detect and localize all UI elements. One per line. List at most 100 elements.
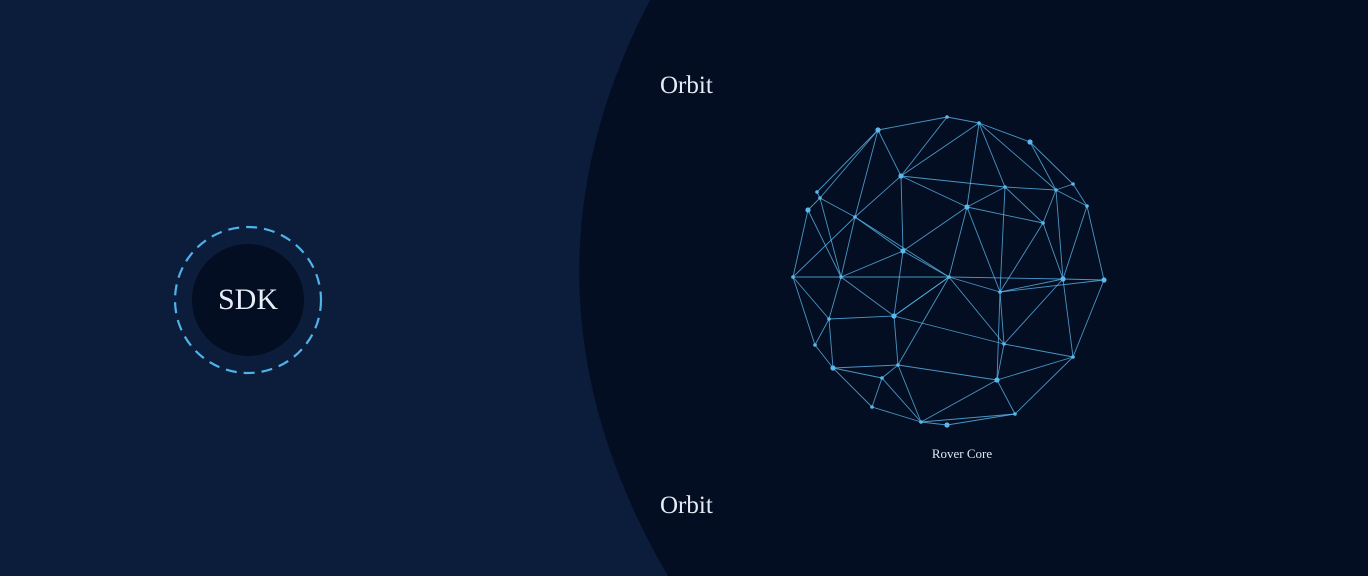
sphere-edge <box>1055 183 1074 191</box>
sphere-edge <box>920 413 1016 423</box>
sphere-edge <box>966 186 1006 208</box>
sphere-edge <box>854 175 902 218</box>
sphere-edge <box>966 206 1001 293</box>
sphere-edge <box>996 379 1016 415</box>
sphere-vertex <box>998 290 1002 294</box>
sphere-edge <box>1029 141 1057 191</box>
sphere-edge <box>814 318 830 346</box>
sphere-vertex <box>827 317 831 321</box>
sphere-edge <box>1004 186 1057 191</box>
sphere-edge <box>807 209 842 278</box>
sphere-edge <box>1003 343 1074 358</box>
sphere-vertex <box>964 204 970 210</box>
orbit-label-bottom: Orbit <box>660 492 713 519</box>
sphere-edge <box>900 116 948 177</box>
sphere-vertex <box>818 196 822 200</box>
sphere-edge <box>999 291 1005 345</box>
sphere-vertex <box>839 275 843 279</box>
sphere-edge <box>1029 141 1074 185</box>
sphere-edge <box>828 276 842 320</box>
sphere-vertex <box>1101 277 1107 283</box>
sphere-edge <box>807 197 821 211</box>
sphere-edge <box>1062 205 1088 280</box>
sphere-edge <box>792 209 809 278</box>
sphere-edge <box>832 364 899 369</box>
sphere-edge <box>832 367 873 408</box>
sphere-edge <box>978 122 1031 143</box>
sphere-edge <box>900 175 904 252</box>
sphere-edge <box>999 278 1064 293</box>
sphere-vertex <box>1041 221 1045 225</box>
sphere-edge <box>996 343 1005 381</box>
sphere-edge <box>966 122 980 208</box>
sphere-edge <box>999 186 1006 293</box>
sphere-edge <box>819 197 842 278</box>
sphere-vertex <box>977 121 981 125</box>
sphere-edge <box>1072 279 1105 358</box>
sphere-edge <box>920 379 998 423</box>
sphere-edge <box>900 122 980 177</box>
sphere-vertex <box>791 275 795 279</box>
sphere-edge <box>902 206 968 252</box>
sphere-edge <box>996 291 1001 381</box>
sphere-edge <box>1055 189 1088 207</box>
sphere-edge <box>1042 222 1064 280</box>
sphere-edge <box>792 216 856 278</box>
sphere-edge <box>948 206 968 278</box>
sphere-edge <box>819 129 879 199</box>
sphere-edge <box>840 276 895 317</box>
sphere-edge <box>999 222 1044 293</box>
sphere-vertex <box>805 207 811 213</box>
sphere-edge <box>893 276 950 317</box>
wireframe-sphere-icon <box>791 115 1107 428</box>
sphere-edge <box>946 413 1016 426</box>
sphere-edge <box>978 122 1006 188</box>
sphere-edge <box>893 250 904 317</box>
sphere-edge <box>1042 189 1057 224</box>
sphere-edge <box>1062 278 1105 281</box>
sdk-core-circle <box>192 244 304 356</box>
sphere-vertex <box>1003 185 1007 189</box>
sphere-edge <box>900 175 1006 188</box>
sphere-vertex <box>919 420 923 424</box>
sphere-edge <box>897 276 950 366</box>
sphere-vertex <box>853 215 857 219</box>
sphere-edge <box>792 276 830 320</box>
sphere-vertex <box>1013 412 1017 416</box>
sdk-node[interactable] <box>173 225 323 375</box>
sphere-vertex <box>880 376 884 380</box>
sphere-edge <box>881 377 922 423</box>
sphere-edge <box>814 344 834 369</box>
sphere-edge <box>1072 183 1088 207</box>
sphere-vertex <box>815 190 819 194</box>
sphere-vertex <box>1071 182 1075 186</box>
sphere-edge <box>897 364 998 381</box>
sphere-edge <box>854 216 904 252</box>
sphere-edge <box>1062 278 1074 358</box>
sdk-dashed-ring <box>173 225 323 375</box>
orbit-region <box>579 0 1368 576</box>
sphere-edge <box>877 116 948 131</box>
sphere-vertex <box>944 422 950 428</box>
sphere-edge <box>881 364 899 379</box>
sphere-edge <box>819 197 856 218</box>
sphere-edge <box>1004 186 1044 224</box>
sphere-edge <box>999 279 1105 293</box>
sphere-edge <box>828 315 895 320</box>
sphere-edge <box>877 129 902 177</box>
orbit-label-top: Orbit <box>660 72 713 99</box>
sphere-vertex <box>875 127 881 133</box>
sphere-edge <box>897 364 922 423</box>
sphere-vertex <box>898 173 904 179</box>
sphere-edge <box>948 276 1064 280</box>
sphere-edge <box>816 129 879 193</box>
sphere-edge <box>854 129 879 218</box>
rover-core-label: Rover Core <box>931 446 993 461</box>
sphere-edge <box>1003 278 1064 345</box>
sphere-edge <box>832 367 883 379</box>
sphere-vertex <box>900 248 906 254</box>
sphere-edge <box>854 216 950 278</box>
sphere-edge <box>996 356 1074 381</box>
sphere-vertex <box>1054 188 1058 192</box>
